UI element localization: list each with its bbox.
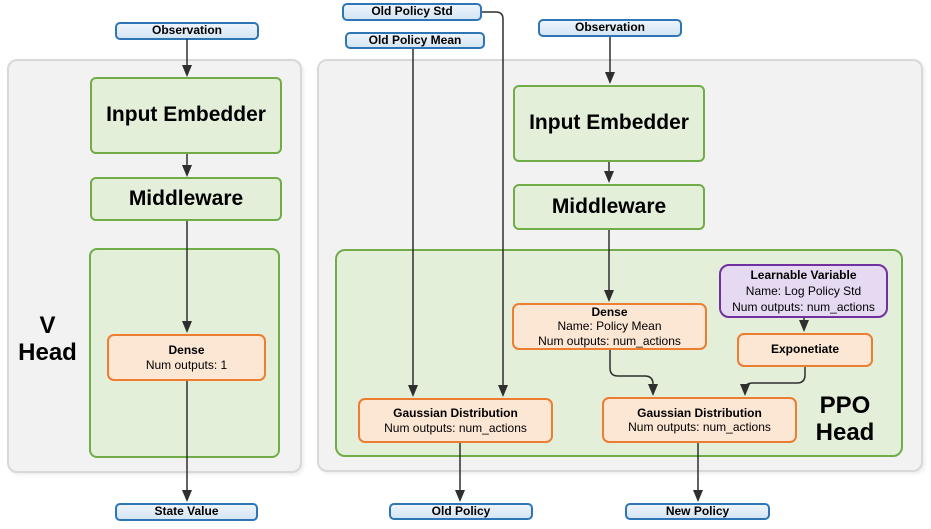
- old-policy-mean-node: Old Policy Mean: [345, 32, 485, 49]
- ppo-head-label: PPO Head: [804, 392, 886, 446]
- dense-policy-mean-title: Dense: [591, 304, 628, 319]
- dense-policy-mean-node: Dense Name: Policy Mean Num outputs: num…: [512, 303, 707, 350]
- learnable-variable-name: Name: Log Policy Std: [745, 284, 862, 298]
- ppo-head-label-line2: Head: [815, 419, 875, 446]
- middleware-node-v: Middleware: [90, 177, 282, 221]
- dense-node-v-title: Dense: [168, 343, 205, 357]
- learnable-variable-node: Learnable Variable Name: Log Policy Std …: [719, 264, 888, 318]
- input-embedder-node-v-label: Input Embedder: [106, 103, 266, 127]
- state-value-node-label: State Value: [154, 504, 219, 519]
- input-embedder-node-ppo-label: Input Embedder: [529, 111, 689, 135]
- gaussian-distribution-old-node: Gaussian Distribution Num outputs: num_a…: [358, 398, 553, 443]
- observation-node-ppo: Observation: [538, 19, 682, 37]
- old-policy-mean-node-label: Old Policy Mean: [368, 32, 462, 47]
- observation-node-ppo-label: Observation: [574, 20, 646, 35]
- learnable-variable-outputs: Num outputs: num_actions: [732, 300, 875, 314]
- middleware-node-ppo: Middleware: [513, 184, 705, 230]
- gaussian-new-outputs: Num outputs: num_actions: [628, 420, 771, 434]
- input-embedder-node-v: Input Embedder: [90, 77, 282, 154]
- dense-node-v-outputs: Num outputs: 1: [145, 357, 228, 372]
- old-policy-node-label: Old Policy: [431, 503, 491, 518]
- new-policy-node-label: New Policy: [665, 503, 730, 518]
- middleware-node-v-label: Middleware: [128, 186, 244, 210]
- exponetiate-node: Exponetiate: [737, 333, 873, 367]
- dense-node-v: Dense Num outputs: 1: [107, 334, 266, 381]
- middleware-node-ppo-label: Middleware: [551, 194, 667, 218]
- dense-policy-mean-outputs: Num outputs: num_actions: [538, 333, 681, 348]
- exponetiate-node-label: Exponetiate: [770, 342, 839, 357]
- learnable-variable-title: Learnable Variable: [750, 268, 857, 282]
- state-value-node: State Value: [115, 503, 258, 521]
- old-policy-std-node: Old Policy Std: [342, 3, 482, 21]
- old-policy-std-node-label: Old Policy Std: [371, 4, 453, 19]
- input-embedder-node-ppo: Input Embedder: [513, 85, 705, 162]
- gaussian-old-outputs: Num outputs: num_actions: [384, 420, 527, 435]
- observation-node-v: Observation: [115, 22, 259, 40]
- new-policy-node: New Policy: [625, 503, 770, 520]
- gaussian-distribution-new-node: Gaussian Distribution Num outputs: num_a…: [602, 397, 797, 443]
- dense-policy-mean-name: Name: Policy Mean: [557, 319, 662, 334]
- old-policy-node: Old Policy: [389, 503, 533, 520]
- observation-node-v-label: Observation: [151, 23, 223, 38]
- v-head-label-line2: Head: [18, 339, 77, 366]
- v-head-label-line1: V: [39, 312, 56, 339]
- gaussian-new-title: Gaussian Distribution: [637, 405, 762, 420]
- gaussian-old-title: Gaussian Distribution: [393, 406, 518, 420]
- ppo-head-label-line1: PPO: [819, 392, 871, 419]
- v-head-label: V Head: [10, 312, 85, 366]
